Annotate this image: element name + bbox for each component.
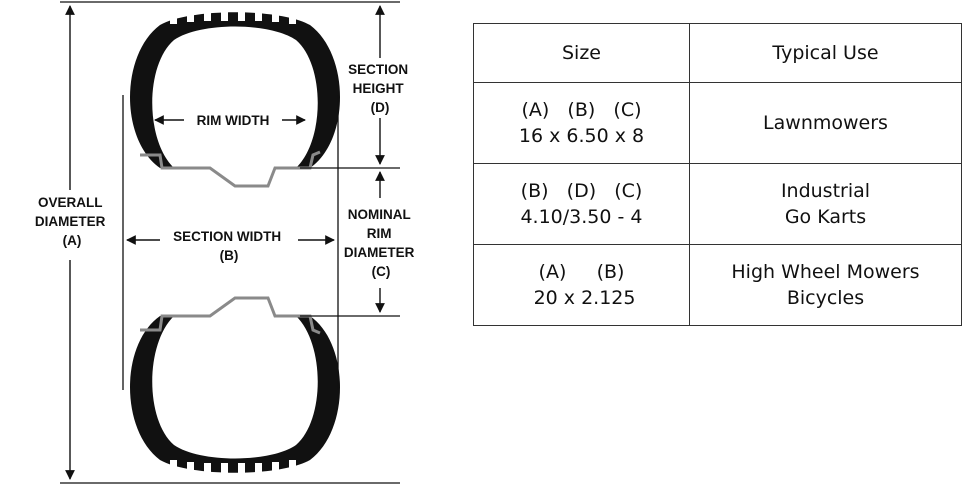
header-size: Size: [473, 23, 690, 83]
tread-blocks-bottom: [170, 460, 296, 479]
tread-blocks-top: [170, 5, 296, 24]
header-typical-use: Typical Use: [689, 23, 962, 83]
table-header-row: Size Typical Use: [473, 23, 962, 83]
table-row: (A) (B) 20 x 2.125 High Wheel Mowers Bic…: [473, 244, 962, 326]
section-width-label: SECTION WIDTH (B): [173, 229, 285, 263]
overall-diameter-label: OVERALL DIAMETER (A): [35, 195, 109, 248]
tire-top-section: [130, 5, 340, 188]
tire-size-table: Size Typical Use (A) (B) (C) 16 x 6.50 x…: [473, 23, 962, 326]
use-cell: Lawnmowers: [689, 82, 962, 164]
size-cell: (A) (B) 20 x 2.125: [473, 244, 690, 326]
nominal-rim-diameter-label: NOMINAL RIM DIAMETER (C): [344, 207, 418, 279]
rim-bottom: [140, 296, 321, 335]
tire-dimension-diagram: OVERALL DIAMETER (A) SECTION HEIGHT (D) …: [35, 1, 418, 484]
table-row: (A) (B) (C) 16 x 6.50 x 8 Lawnmowers: [473, 82, 962, 164]
rim-width-label: RIM WIDTH: [197, 113, 270, 128]
size-cell: (A) (B) (C) 16 x 6.50 x 8: [473, 82, 690, 164]
reference-lines: [60, 1, 400, 484]
table-row: (B) (D) (C) 4.10/3.50 - 4 Industrial Go …: [473, 163, 962, 245]
size-cell: (B) (D) (C) 4.10/3.50 - 4: [473, 163, 690, 245]
section-height-label: SECTION HEIGHT (D): [348, 62, 412, 115]
use-cell: Industrial Go Karts: [689, 163, 962, 245]
tire-bottom-section: [130, 296, 340, 479]
rim-top: [140, 150, 321, 188]
use-cell: High Wheel Mowers Bicycles: [689, 244, 962, 326]
